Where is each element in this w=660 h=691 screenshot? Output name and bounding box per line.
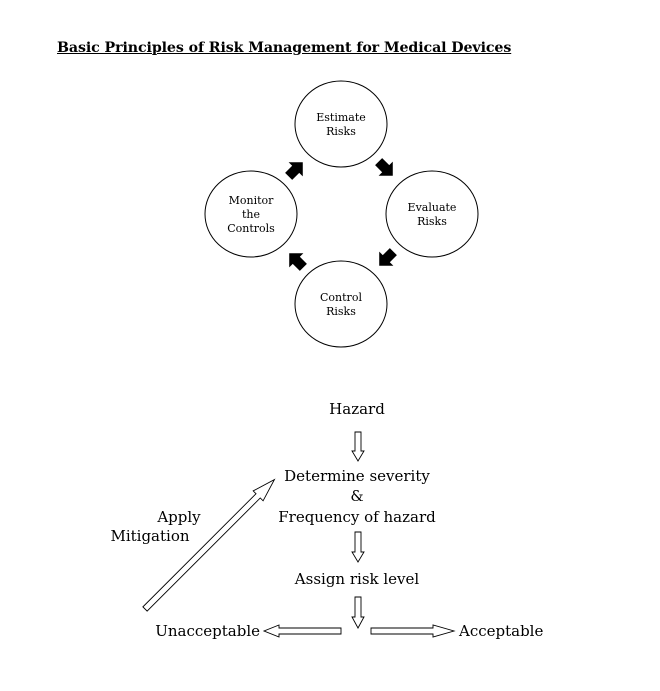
- flow-arrow-assign-to-decision: [351, 596, 365, 629]
- flow-assign: Assign risk level: [294, 570, 420, 588]
- flow-acceptable: Acceptable: [458, 622, 543, 640]
- node-label-line: Monitor: [229, 194, 275, 207]
- node-label-line: Risks: [417, 215, 447, 228]
- cycle-node-control: Control Risks: [294, 260, 388, 348]
- node-label-line: the: [242, 208, 260, 221]
- flow-arrow-determine-to-assign: [351, 531, 365, 563]
- node-label-line: Controls: [227, 222, 275, 235]
- flow-determine-line: &: [350, 487, 363, 505]
- flow-arrow-mitigation-loop: [142, 478, 276, 612]
- node-label-line: Estimate: [316, 111, 366, 124]
- cycle-arrow-control-to-monitor: [289, 253, 307, 271]
- cycle-node-estimate: Estimate Risks: [294, 80, 388, 168]
- diagram-title: Basic Principles of Risk Management for …: [57, 40, 512, 56]
- flow-arrow-hazard-to-determine: [351, 431, 365, 462]
- node-label-line: Risks: [326, 305, 356, 318]
- node-label-line: Risks: [326, 125, 356, 138]
- cycle-arrow-evaluate-to-control: [379, 248, 397, 266]
- flow-arrow-to-unacceptable: [262, 624, 342, 638]
- node-label-line: Evaluate: [408, 201, 457, 214]
- flow-mitigation-line: Mitigation: [110, 527, 189, 545]
- flow-arrow-to-acceptable: [370, 624, 456, 638]
- flow-hazard: Hazard: [329, 400, 385, 418]
- cycle-node-monitor: Monitor the Controls: [204, 170, 298, 258]
- flow-unacceptable: Unacceptable: [155, 622, 260, 640]
- flow-determine-line: Determine severity: [284, 467, 430, 485]
- cycle-arrow-monitor-to-estimate: [285, 162, 303, 180]
- flow-mitigation-line: Apply: [156, 508, 201, 526]
- flow-determine-line: Frequency of hazard: [278, 508, 436, 526]
- cycle-arrow-estimate-to-evaluate: [375, 158, 393, 176]
- cycle-node-evaluate: Evaluate Risks: [385, 170, 479, 258]
- node-label-line: Control: [320, 291, 362, 304]
